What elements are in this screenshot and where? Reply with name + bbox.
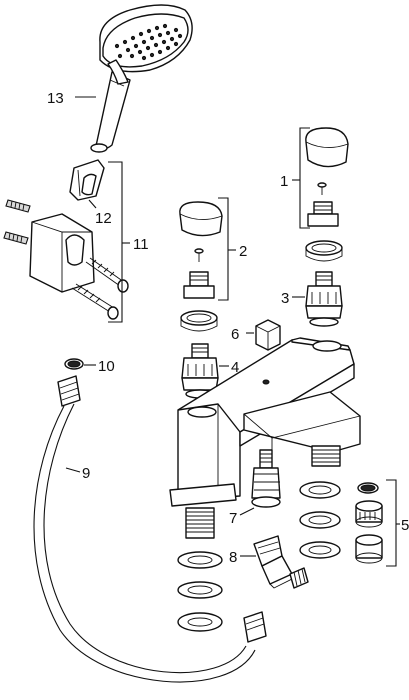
label-1: 1 (280, 173, 288, 190)
spindle-left (183, 271, 215, 299)
screws (71, 257, 129, 320)
diverter-knob (255, 319, 281, 351)
label-9: 9 (82, 465, 90, 482)
label-7: 7 (229, 510, 237, 527)
label-3: 3 (281, 290, 289, 307)
threaded-shank (185, 507, 215, 539)
handle-left (179, 201, 223, 237)
shower-holder-clip (69, 159, 105, 201)
label-10: 10 (98, 358, 115, 375)
faucet-body (169, 337, 361, 507)
cover-ring-left (180, 310, 218, 332)
wall-plugs (3, 199, 31, 245)
label-6: 6 (231, 326, 239, 343)
diverter-cartridge (251, 449, 281, 508)
label-11: 11 (133, 236, 149, 253)
cover-ring-right (305, 240, 343, 262)
label-4: 4 (231, 359, 239, 376)
hand-shower (90, 4, 193, 153)
valve-cartridge-left (181, 343, 219, 399)
label-13: 13 (47, 90, 64, 107)
washer-stack-left (177, 551, 223, 632)
handle-right (305, 127, 349, 168)
wall-bracket (29, 213, 95, 293)
label-2: 2 (239, 243, 247, 260)
valve-cartridge-right (305, 271, 343, 327)
aerator-set (355, 482, 383, 564)
hose-connector (253, 535, 309, 589)
label-5: 5 (401, 517, 409, 534)
shower-hose (33, 375, 267, 683)
screw-right (317, 182, 327, 195)
screw-left (194, 248, 204, 262)
label-12: 12 (95, 210, 112, 227)
spindle-right (307, 201, 339, 227)
hose-washer (64, 358, 84, 370)
label-8: 8 (229, 549, 237, 566)
washer-stack-right (299, 481, 341, 559)
